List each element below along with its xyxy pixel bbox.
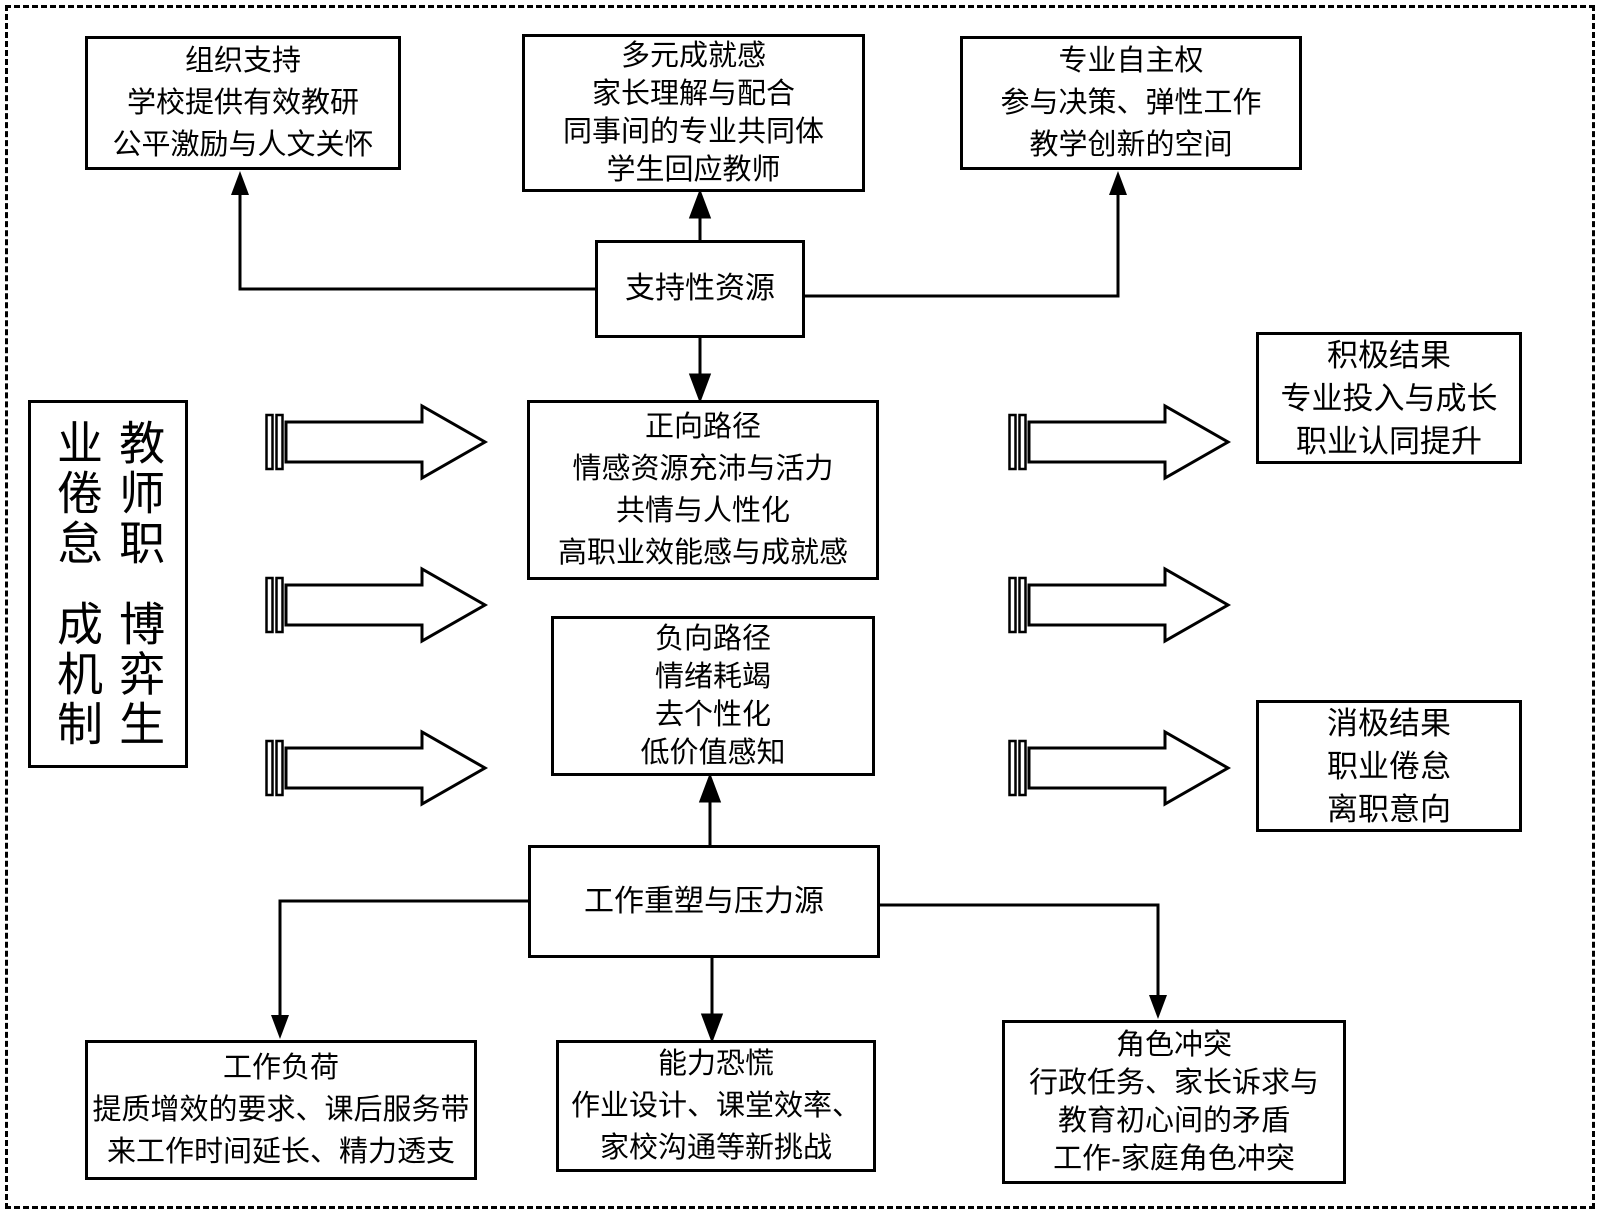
box-line: 正向路径 bbox=[644, 411, 761, 443]
box-line: 情感资源充沛与活力 bbox=[572, 453, 834, 485]
box-line: 情绪耗竭 bbox=[654, 661, 771, 693]
box-line: 离职意向 bbox=[1327, 791, 1451, 827]
striped-right-arrow-icon bbox=[265, 404, 487, 480]
box-diagram-title: 教师职业倦怠 博弈生成机制 bbox=[28, 400, 188, 768]
box-line: 来工作时间延长、精力透支 bbox=[106, 1136, 455, 1168]
title-column-left: 博弈生成机制 bbox=[51, 599, 166, 750]
box-line: 家长理解与配合 bbox=[591, 78, 795, 110]
box-line: 共情与人性化 bbox=[615, 495, 790, 527]
box-line: 去个性化 bbox=[654, 699, 771, 731]
box-workload: 工作负荷 提质增效的要求、课后服务带 来工作时间延长、精力透支 bbox=[85, 1040, 477, 1180]
connector-support-to-autonomy bbox=[805, 171, 1127, 298]
connector-crafting-to-role bbox=[880, 903, 1167, 1019]
box-line: 行政任务、家长诉求与 bbox=[1028, 1067, 1319, 1099]
box-line: 多元成就感 bbox=[620, 40, 766, 72]
box-support-resources: 支持性资源 bbox=[595, 240, 805, 338]
box-line: 职业倦怠 bbox=[1327, 748, 1451, 784]
connector-support-to-org bbox=[231, 171, 595, 291]
box-line: 工作负荷 bbox=[222, 1052, 339, 1084]
box-role-conflict: 角色冲突 行政任务、家长诉求与 教育初心间的矛盾 工作-家庭角色冲突 bbox=[1002, 1020, 1346, 1184]
striped-right-arrow-icon bbox=[1008, 404, 1230, 480]
striped-right-arrow-icon bbox=[265, 567, 487, 643]
connector-support-to-positive-path bbox=[688, 338, 712, 404]
box-positive-outcome: 积极结果 专业投入与成长 职业认同提升 bbox=[1256, 332, 1522, 464]
box-line: 专业投入与成长 bbox=[1280, 380, 1498, 416]
box-line: 作业设计、课堂效率、 bbox=[570, 1090, 861, 1122]
box-line: 教育初心间的矛盾 bbox=[1057, 1105, 1290, 1137]
box-line: 工作重塑与压力源 bbox=[584, 884, 824, 918]
box-negative-outcome: 消极结果 职业倦怠 离职意向 bbox=[1256, 700, 1522, 832]
connector-crafting-to-negative-path bbox=[698, 772, 722, 845]
box-autonomy: 专业自主权 参与决策、弹性工作 教学创新的空间 bbox=[960, 36, 1302, 170]
box-line: 消极结果 bbox=[1327, 705, 1451, 741]
box-line: 高职业效能感与成就感 bbox=[557, 537, 848, 569]
striped-right-arrow-icon bbox=[1008, 567, 1230, 643]
box-line: 学生回应教师 bbox=[606, 154, 781, 186]
connector-crafting-to-workload bbox=[271, 899, 528, 1039]
box-competence-panic: 能力恐慌 作业设计、课堂效率、 家校沟通等新挑战 bbox=[556, 1040, 876, 1172]
box-line: 积极结果 bbox=[1327, 337, 1451, 373]
striped-right-arrow-icon bbox=[1008, 730, 1230, 806]
box-line: 教学创新的空间 bbox=[1029, 129, 1233, 161]
box-line: 参与决策、弹性工作 bbox=[1000, 87, 1262, 119]
striped-right-arrow-icon bbox=[265, 730, 487, 806]
box-line: 组织支持 bbox=[184, 45, 301, 77]
box-line: 学校提供有效教研 bbox=[126, 87, 359, 119]
box-line: 公平激励与人文关怀 bbox=[112, 129, 374, 161]
box-line: 能力恐慌 bbox=[657, 1048, 774, 1080]
box-line: 家校沟通等新挑战 bbox=[599, 1132, 832, 1164]
box-line: 同事间的专业共同体 bbox=[562, 116, 824, 148]
box-org-support: 组织支持 学校提供有效教研 公平激励与人文关怀 bbox=[85, 36, 401, 170]
connector-support-to-achievement bbox=[688, 188, 712, 240]
vertical-title: 教师职业倦怠 博弈生成机制 bbox=[46, 403, 170, 765]
box-line: 提质增效的要求、课后服务带 bbox=[92, 1094, 470, 1126]
box-line: 负向路径 bbox=[654, 623, 771, 655]
connector-crafting-to-panic bbox=[700, 958, 724, 1044]
box-negative-path: 负向路径 情绪耗竭 去个性化 低价值感知 bbox=[551, 616, 875, 776]
box-line: 工作-家庭角色冲突 bbox=[1053, 1143, 1295, 1175]
box-achievement: 多元成就感 家长理解与配合 同事间的专业共同体 学生回应教师 bbox=[522, 34, 865, 192]
box-line: 职业认同提升 bbox=[1296, 423, 1482, 459]
title-column-right: 教师职业倦怠 bbox=[51, 418, 166, 569]
box-line: 专业自主权 bbox=[1058, 45, 1204, 77]
box-job-crafting: 工作重塑与压力源 bbox=[528, 845, 880, 958]
box-line: 低价值感知 bbox=[640, 737, 786, 769]
box-line: 角色冲突 bbox=[1115, 1029, 1232, 1061]
box-line: 支持性资源 bbox=[625, 272, 775, 305]
box-positive-path: 正向路径 情感资源充沛与活力 共情与人性化 高职业效能感与成就感 bbox=[527, 400, 879, 580]
